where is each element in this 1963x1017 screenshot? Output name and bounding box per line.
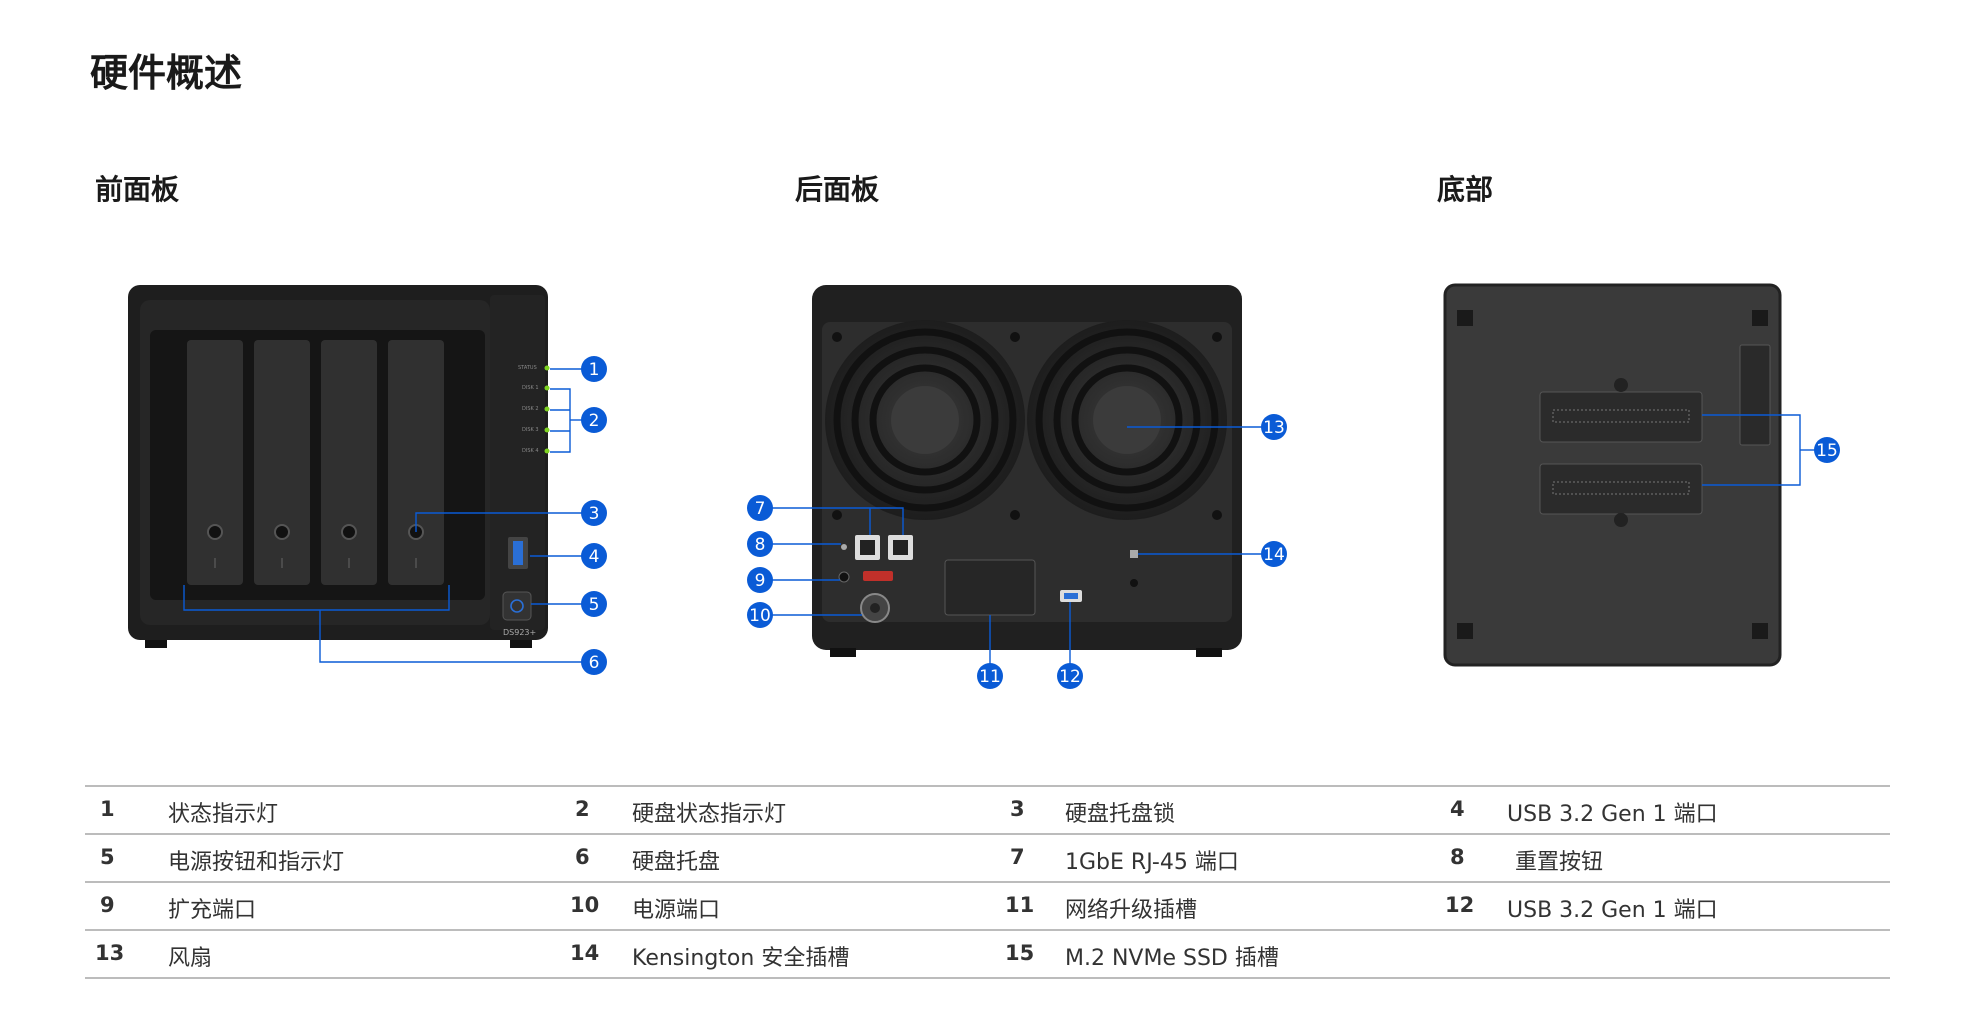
section-title-front: 前面板 [95, 173, 180, 206]
disk3-label: DISK 3 [522, 427, 539, 433]
callout-number-10: 10 [749, 606, 771, 626]
item-label: 网络升级插槽 [1065, 898, 1198, 923]
callout-number-7: 7 [755, 499, 766, 519]
vent-grille [1739, 344, 1771, 446]
item-number: 10 [570, 893, 600, 917]
item-number: 3 [1010, 797, 1025, 821]
reset-hole [841, 544, 847, 550]
callout-badge-9 [747, 567, 773, 593]
item-label: M.2 NVMe SSD 插槽 [1065, 946, 1279, 971]
callout-number-8: 8 [755, 535, 766, 555]
callout-number-6: 6 [589, 653, 600, 673]
network-upgrade-slot [944, 559, 1036, 616]
callout-badge-1 [581, 356, 607, 382]
callout-number-5: 5 [589, 595, 600, 615]
status-label: STATUS [518, 365, 537, 371]
callout-number-1: 1 [589, 360, 600, 380]
drive-trays [187, 340, 444, 585]
callout-badge-5 [581, 591, 607, 617]
item-number: 15 [1005, 941, 1035, 965]
item-number: 12 [1445, 893, 1475, 917]
item-label: USB 3.2 Gen 1 端口 [1507, 898, 1718, 923]
callout-badge-8 [747, 531, 773, 557]
callout-number-15: 15 [1816, 441, 1838, 461]
callout-badge-3 [581, 500, 607, 526]
callout-number-9: 9 [755, 571, 766, 591]
callout-badge-12 [1057, 663, 1083, 689]
callout-number-3: 3 [589, 504, 600, 524]
item-number: 4 [1450, 797, 1465, 821]
callout-number-2: 2 [589, 411, 600, 431]
item-number: 14 [570, 941, 600, 965]
item-number: 13 [95, 941, 125, 965]
front-panel-device: STATUS DISK 1 DISK 2 DISK 3 DISK 4 DS923… [128, 285, 550, 648]
callout-number-13: 13 [1263, 418, 1285, 438]
rear-panel-device [812, 285, 1242, 657]
item-number: 8 [1450, 845, 1465, 869]
fan-right [1027, 320, 1227, 520]
item-label: 扩充端口 [168, 898, 257, 923]
item-label: 硬盘托盘锁 [1065, 802, 1176, 827]
disk1-led [544, 385, 550, 391]
table-row: 5 电源按钮和指示灯 6 硬盘托盘 7 1GbE RJ-45 端口 8 重置按钮 [85, 833, 1890, 881]
m2-slot-top [1539, 391, 1703, 443]
item-number: 2 [575, 797, 590, 821]
callout-badge-6 [581, 649, 607, 675]
callout-badge-10 [747, 602, 773, 628]
hardware-figure: STATUS DISK 1 DISK 2 DISK 3 DISK 4 DS923… [128, 283, 1840, 689]
bottom-view-device [1443, 283, 1782, 667]
item-number: 9 [100, 893, 115, 917]
item-label: 状态指示灯 [168, 802, 279, 827]
item-number: 6 [575, 845, 590, 869]
callout-number-4: 4 [589, 547, 600, 567]
item-label: 电源端口 [632, 898, 721, 923]
item-number: 5 [100, 845, 115, 869]
callout-badge-11 [977, 663, 1003, 689]
section-title-rear: 后面板 [795, 173, 880, 206]
m2-slot-bottom [1539, 463, 1703, 515]
callout-badge-2 [581, 407, 607, 433]
callout-number-12: 12 [1059, 667, 1081, 687]
callout-badge-15 [1814, 437, 1840, 463]
item-number: 7 [1010, 845, 1025, 869]
table-row: 13 风扇 14 Kensington 安全插槽 15 M.2 NVMe SSD… [85, 929, 1890, 979]
table-row: 9 扩充端口 10 电源端口 11 网络升级插槽 12 USB 3.2 Gen … [85, 881, 1890, 929]
model-label: DS923+ [503, 628, 536, 637]
disk2-label: DISK 2 [522, 406, 539, 412]
item-label: Kensington 安全插槽 [632, 946, 850, 971]
callout-badge-13 [1261, 414, 1287, 440]
kensington-slot [1130, 550, 1138, 558]
fan-left [825, 320, 1025, 520]
disk1-label: DISK 1 [522, 385, 539, 391]
item-label: 风扇 [168, 946, 213, 971]
disk3-led [544, 427, 550, 433]
table-row: 1 状态指示灯 2 硬盘状态指示灯 3 硬盘托盘锁 4 USB 3.2 Gen … [85, 785, 1890, 833]
callout-badge-4 [581, 543, 607, 569]
disk4-label: DISK 4 [522, 448, 539, 454]
page-title: 硬件概述 [90, 51, 243, 95]
callout-badge-7 [747, 495, 773, 521]
callout-badge-14 [1261, 541, 1287, 567]
item-number: 11 [1005, 893, 1035, 917]
item-label: USB 3.2 Gen 1 端口 [1507, 802, 1718, 827]
expansion-port [863, 571, 893, 581]
section-title-bottom: 底部 [1437, 173, 1494, 206]
callout-number-11: 11 [979, 667, 1001, 687]
disk2-led [544, 406, 550, 412]
power-button [502, 591, 532, 621]
item-number: 1 [100, 797, 115, 821]
item-label: 硬盘状态指示灯 [632, 802, 787, 827]
item-label: 电源按钮和指示灯 [168, 850, 345, 875]
callout-number-14: 14 [1263, 545, 1285, 565]
disk4-led [544, 448, 550, 454]
status-led [544, 365, 550, 371]
item-label: 1GbE RJ-45 端口 [1065, 850, 1239, 875]
component-table: 1 状态指示灯 2 硬盘状态指示灯 3 硬盘托盘锁 4 USB 3.2 Gen … [85, 785, 1890, 979]
item-label: 硬盘托盘 [632, 850, 721, 875]
item-label: 重置按钮 [1515, 850, 1604, 875]
